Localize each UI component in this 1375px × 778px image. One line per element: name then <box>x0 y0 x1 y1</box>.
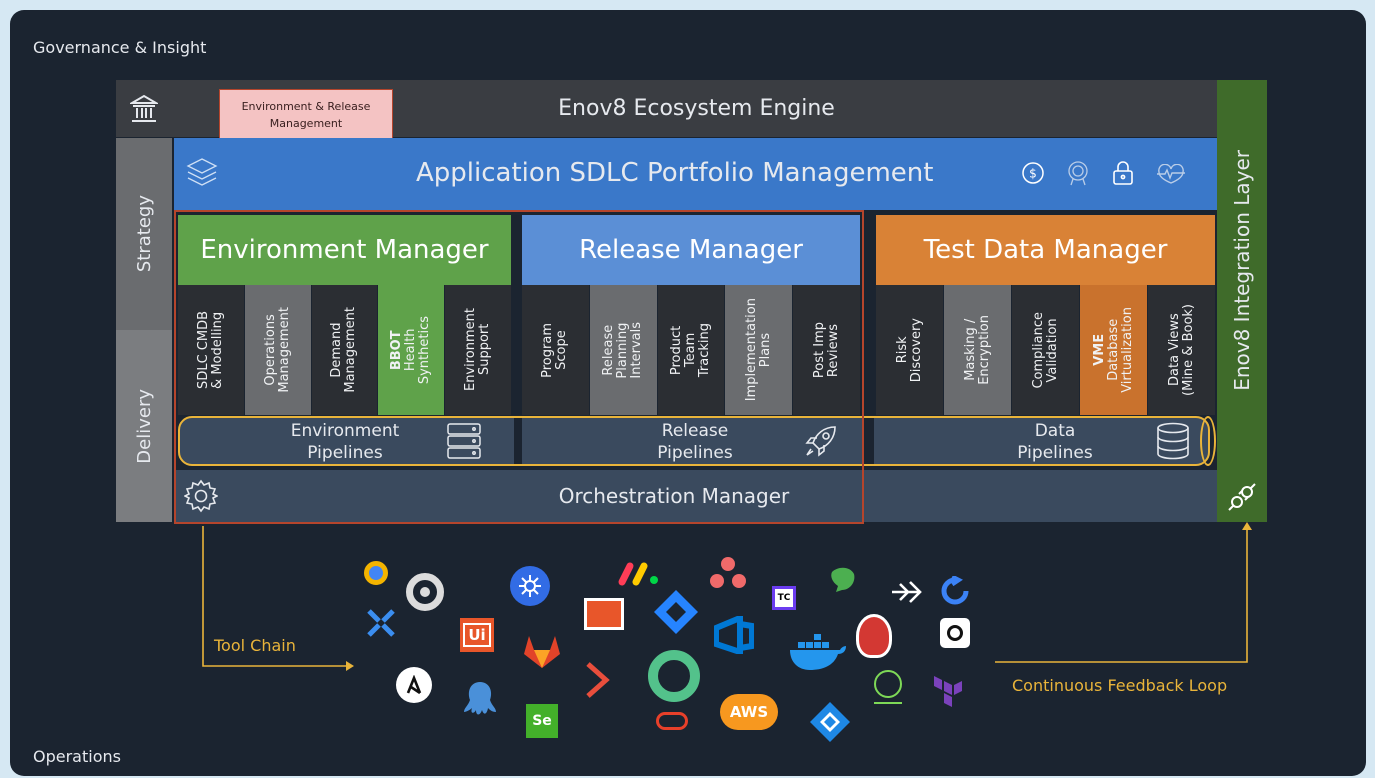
azure-devops-icon <box>713 613 755 658</box>
arrow-logo-icon <box>890 580 924 608</box>
underline-icon <box>874 702 902 704</box>
release-pipelines-label: Release Pipelines <box>657 421 733 463</box>
sub-program-scope: Program Scope <box>522 285 589 415</box>
docker-icon <box>788 628 848 676</box>
opsgenie-icon <box>648 650 700 702</box>
sub-masking-encryption: Masking / Encryption <box>944 285 1011 415</box>
kubernetes-icon <box>510 566 550 606</box>
circleci-icon <box>406 573 444 611</box>
sub-release-planning: Release Planning Intervals <box>589 285 657 415</box>
terraform-icon <box>932 674 964 716</box>
delivery-column: Delivery <box>116 330 172 522</box>
gitlab-icon <box>522 632 562 674</box>
release-manager-title: Release Manager <box>579 235 803 265</box>
environment-manager-header: Environment Manager <box>178 215 511 285</box>
aws-icon: AWS <box>720 694 778 730</box>
bitbucket-pipelines-icon <box>584 660 612 704</box>
sub-risk-discovery: Risk Discovery <box>876 285 943 415</box>
testdata-sub-row: Risk Discovery Masking / Encryption Comp… <box>876 285 1215 415</box>
sub-post-imp-reviews: Post Imp Reviews <box>793 285 860 415</box>
sub-demand-management: Demand Management <box>311 285 378 415</box>
groovy-icon <box>828 564 858 598</box>
sub-operations-management: Operations Management <box>244 285 311 415</box>
sub-bbot-health-synthetics: BBOT Health Synthetics <box>378 285 445 415</box>
environment-sub-row: SDLC CMDB & Modelling Operations Managem… <box>178 285 511 415</box>
diagram-frame: Governance & Insight Operations Enov8 Ec… <box>10 10 1366 776</box>
sub-vme-database-virtualization: VME Database Virtualization <box>1080 285 1147 415</box>
uipath-icon: Ui <box>460 618 494 652</box>
badge-icon <box>1066 160 1090 190</box>
sdlc-title: Application SDLC Portfolio Management <box>416 158 934 188</box>
layers-icon <box>186 156 218 194</box>
octopus-deploy-icon <box>462 680 498 722</box>
svg-text:$: $ <box>1029 167 1037 181</box>
sub-sdlc-cmdb: SDLC CMDB & Modelling <box>178 285 244 415</box>
plug-icon <box>1227 482 1257 516</box>
lock-icon <box>1112 160 1134 190</box>
tool-chain-label: Tool Chain <box>214 636 296 655</box>
circle-outline-icon <box>874 670 902 698</box>
governance-label: Governance & Insight <box>33 38 207 57</box>
gitkraken-icon <box>584 598 624 630</box>
pipeline-end-cap <box>1200 416 1216 466</box>
xray-icon <box>366 608 396 642</box>
test-data-manager-title: Test Data Manager <box>923 235 1168 265</box>
google-cloud-build-icon <box>364 561 388 585</box>
gear-icon <box>183 479 219 517</box>
release-management-highlight <box>174 210 864 524</box>
database-icon <box>1156 422 1190 464</box>
heartbeat-icon <box>1156 163 1186 188</box>
dollar-icon: $ <box>1022 162 1044 188</box>
selenium-icon: Se <box>526 704 558 738</box>
qovery-icon <box>940 618 970 648</box>
jira-icon <box>652 588 700 640</box>
release-manager-header: Release Manager <box>522 215 860 285</box>
sub-data-views: Data Views (Mine & Book) <box>1148 285 1215 415</box>
oracle-icon <box>656 712 688 730</box>
sub-implementation-plans: Implementation Plans <box>725 285 793 415</box>
monday-icon <box>616 558 662 592</box>
release-sub-row: Program Scope Release Planning Intervals… <box>522 285 860 415</box>
sub-environment-support: Environment Support <box>445 285 511 415</box>
ecosystem-engine-title: Enov8 Ecosystem Engine <box>558 96 835 121</box>
orchestration-bar: Orchestration Manager <box>174 470 1217 522</box>
sub-product-team-tracking: Product Team Tracking <box>657 285 725 415</box>
server-icon <box>446 422 482 464</box>
jenkins-icon <box>856 614 892 658</box>
feedback-loop-label: Continuous Feedback Loop <box>1012 676 1228 695</box>
environment-manager-title: Environment Manager <box>200 235 489 265</box>
data-pipelines-label: Data Pipelines <box>1017 421 1093 463</box>
strategy-column: Strategy <box>116 138 172 330</box>
environment-pipelines-label: Environment Pipelines <box>290 421 400 463</box>
ansible-icon <box>396 667 432 703</box>
sdlc-portfolio-bar: Application SDLC Portfolio Management $ <box>174 138 1217 210</box>
integration-layer-column: Enov8 Integration Layer <box>1217 80 1267 522</box>
orchestration-title: Orchestration Manager <box>558 484 790 508</box>
teamcity-icon: TC <box>772 586 796 610</box>
flow-arrows <box>202 522 1252 671</box>
pipeline-divider <box>514 418 522 464</box>
operations-label: Operations <box>33 747 121 766</box>
refresh-logo-icon <box>940 574 970 610</box>
bank-icon <box>128 94 160 128</box>
sub-compliance-validation: Compliance Validation <box>1012 285 1079 415</box>
test-data-manager-header: Test Data Manager <box>876 215 1215 285</box>
pipelines-bar <box>178 416 1210 466</box>
pipeline-divider <box>862 418 874 464</box>
rocket-icon <box>804 424 838 462</box>
asana-icon <box>708 556 748 594</box>
codeship-icon <box>808 700 852 748</box>
